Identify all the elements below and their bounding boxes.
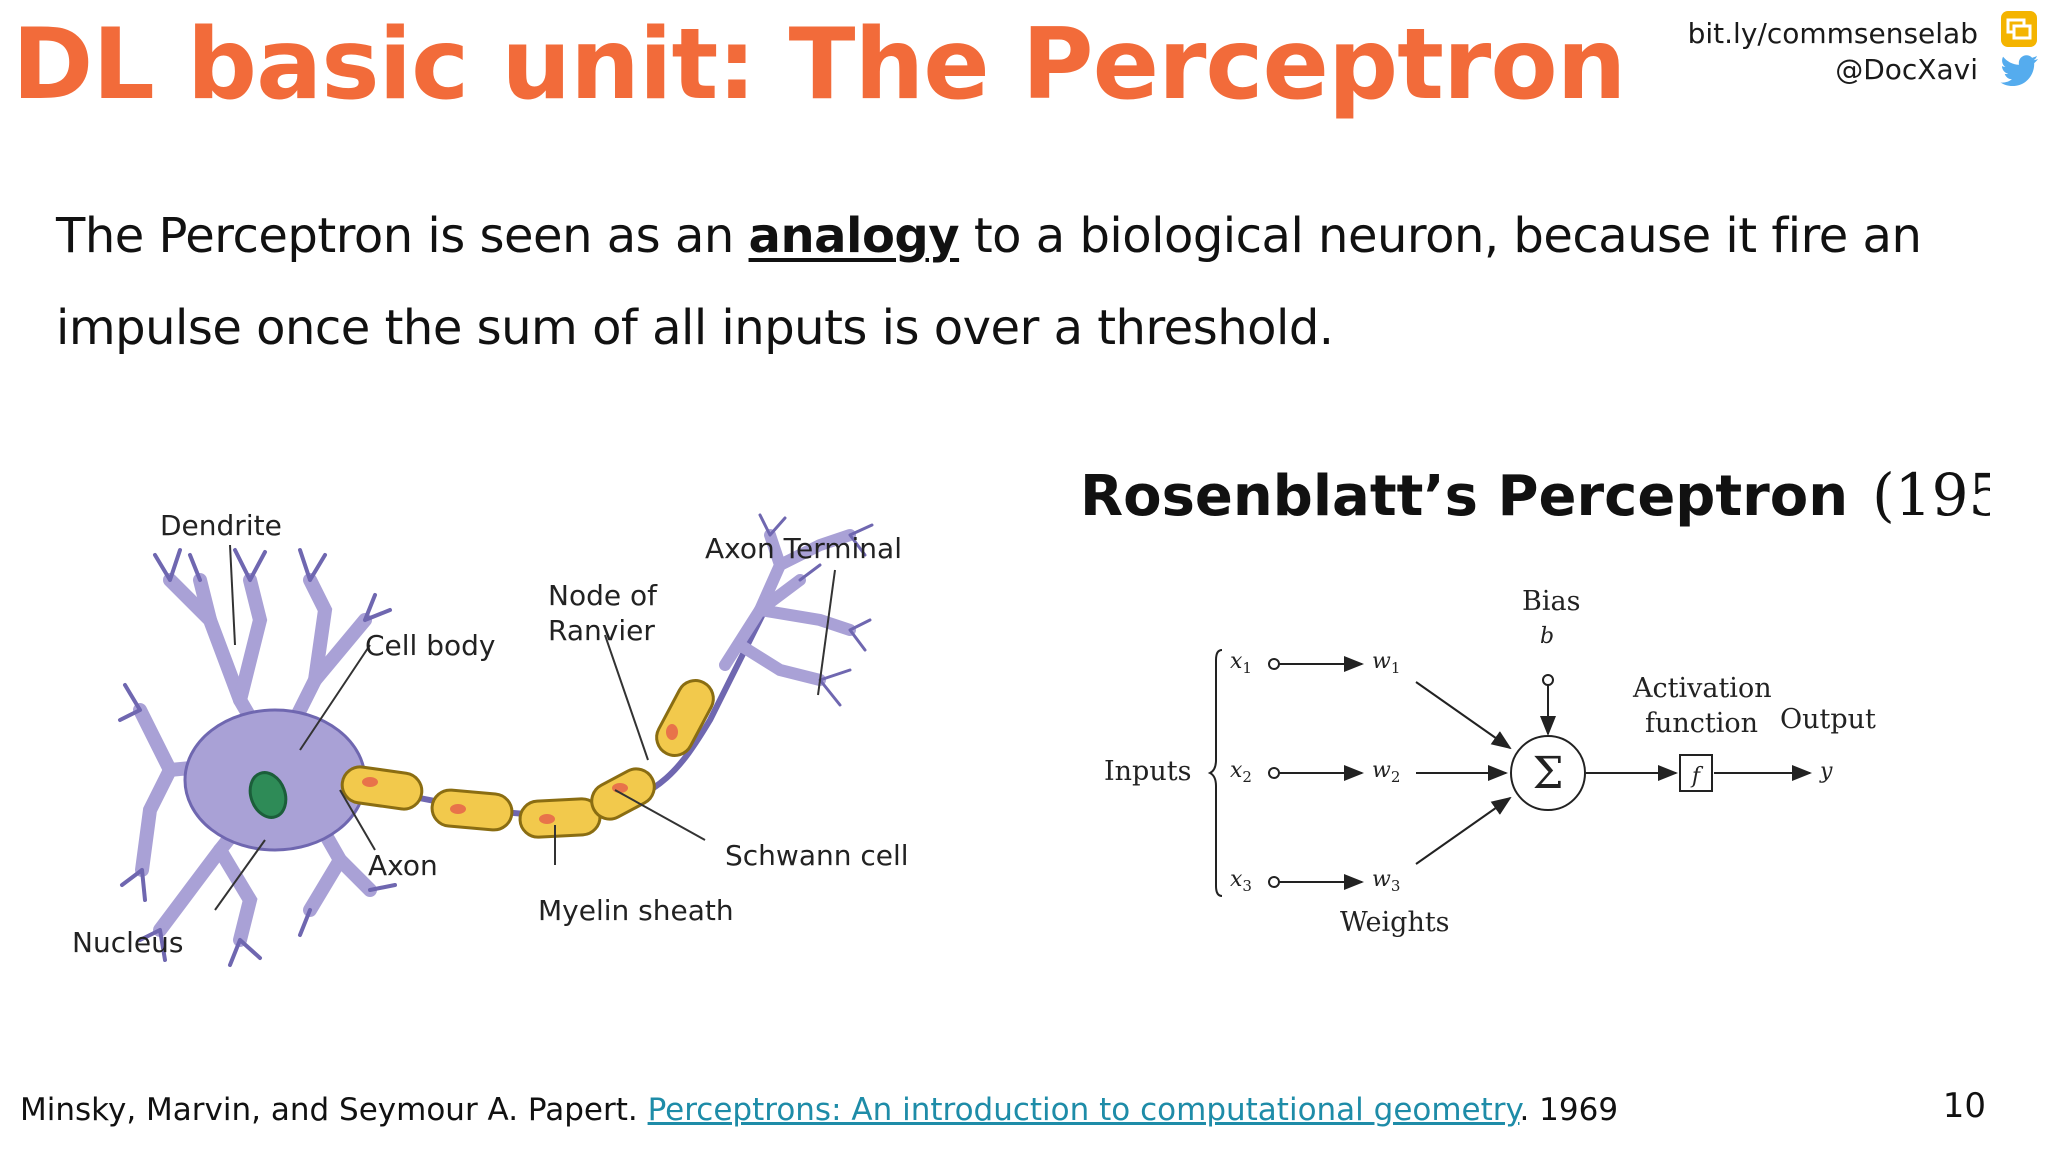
input-x3: x3 <box>1230 867 1252 895</box>
body-text-end: impulse once the sum of all inputs is ov… <box>56 300 1334 356</box>
input-x2: x2 <box>1230 758 1252 786</box>
myelin-sheath-label: Myelin sheath <box>538 894 734 927</box>
output-symbol: y <box>1819 759 1833 784</box>
commsenselab-link[interactable]: bit.ly/commsenselab <box>1687 17 1978 50</box>
node-of-ranvier-label-2: Ranvier <box>548 614 655 647</box>
axon-terminal-label: Axon Terminal <box>705 532 902 565</box>
weight-w2: w2 <box>1372 758 1400 786</box>
axon-terminals <box>719 529 856 686</box>
perceptron-diagram: Rosenblatt’s Perceptron(1958) Bias b Inp… <box>1080 461 1990 938</box>
header-meta: bit.ly/commsenselab @DocXavi <box>1688 16 1978 88</box>
schwann-cell-label: Schwann cell <box>725 839 909 872</box>
activation-label-1: Activation <box>1632 673 1772 704</box>
bias-symbol: b <box>1540 624 1554 649</box>
cell-body-label: Cell body <box>365 629 495 662</box>
reference-authors: Minsky, Marvin, and Seymour A. Papert. <box>20 1092 648 1128</box>
perceptron-title: Rosenblatt’s Perceptron(1958) <box>1080 461 1990 529</box>
output-label: Output <box>1780 704 1876 735</box>
neuron-leader-lines <box>214 544 836 911</box>
google-slides-icon[interactable] <box>2000 10 2038 48</box>
twitter-icon[interactable] <box>2000 54 2040 88</box>
node-of-ranvier-label-1: Node of <box>548 579 658 612</box>
reference-year: . 1969 <box>1519 1092 1619 1128</box>
neuron-dendrite-tips <box>118 548 397 967</box>
page-number: 10 <box>1942 1086 1986 1126</box>
input-x1: x1 <box>1230 649 1252 677</box>
activation-box <box>1679 754 1713 792</box>
body-paragraph: The Perceptron is seen as an analogy to … <box>56 190 1996 374</box>
nucleus <box>248 771 288 819</box>
twitter-handle[interactable]: @DocXavi <box>1835 53 1978 86</box>
body-text-mid: to a biological neuron, because it fire … <box>959 208 1922 264</box>
reference-link[interactable]: Perceptrons: An introduction to computat… <box>647 1092 1520 1128</box>
nucleus-label: Nucleus <box>72 926 183 959</box>
myelin-sheath-segments <box>340 679 715 839</box>
weight-arrows <box>1415 681 1812 865</box>
summation-node <box>1510 735 1586 811</box>
inputs-brace <box>1207 649 1223 897</box>
weight-w3: w3 <box>1372 867 1400 895</box>
weight-w1: w1 <box>1372 649 1400 677</box>
slide-title: DL basic unit: The Perceptron <box>12 8 1626 122</box>
bias-label: Bias <box>1522 586 1580 617</box>
weights-label: Weights <box>1340 907 1450 938</box>
dendrite-label: Dendrite <box>160 509 282 542</box>
body-text-start: The Perceptron is seen as an <box>56 208 749 264</box>
summation-symbol: Σ <box>1532 748 1563 799</box>
axon-label: Axon <box>368 849 438 882</box>
analogy-emphasis: analogy <box>748 208 960 264</box>
input-arrows <box>1279 656 1364 890</box>
neuron-diagram: Dendrite Axon Terminal Node of Ranvier C… <box>72 509 909 967</box>
inputs-label: Inputs <box>1104 756 1191 787</box>
activation-label-2: function <box>1645 708 1758 739</box>
footer-reference: Minsky, Marvin, and Seymour A. Papert. P… <box>20 1092 1618 1128</box>
